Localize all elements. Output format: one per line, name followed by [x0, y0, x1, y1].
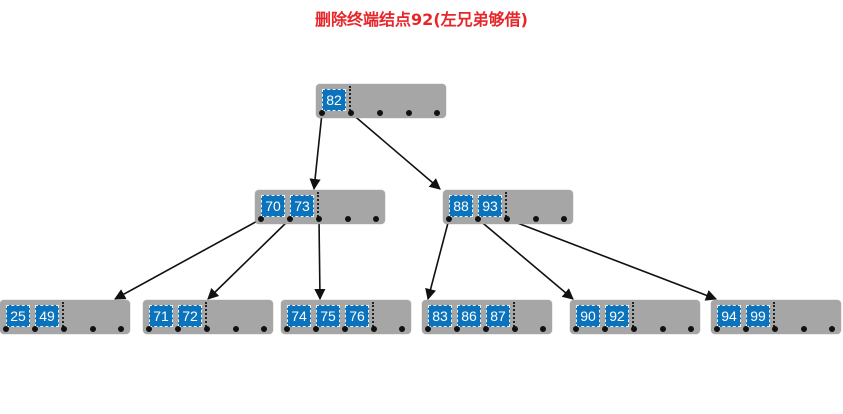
child-pointer-dot — [261, 326, 267, 332]
key-cell-86: 86 — [457, 305, 481, 327]
child-pointer-dot — [446, 216, 452, 222]
key-cell-82: 82 — [322, 89, 346, 111]
child-pointer-dot — [504, 216, 510, 222]
child-pointer-dot — [377, 110, 383, 116]
edge-l1_right-to-leaf4 — [425, 218, 450, 301]
child-pointer-dot — [175, 326, 181, 332]
child-pointer-dot — [345, 216, 351, 222]
child-pointer-dot — [801, 326, 807, 332]
key-cell-93: 93 — [478, 195, 502, 217]
edge-root-to-l1_left — [309, 112, 323, 191]
child-pointer-dot — [540, 326, 546, 332]
key-cell-49: 49 — [35, 305, 59, 327]
key-separator — [62, 302, 64, 330]
key-cell-74: 74 — [287, 305, 311, 327]
key-separator — [632, 302, 634, 330]
child-pointer-dot — [204, 326, 210, 332]
child-pointer-dot — [688, 326, 694, 332]
child-pointer-dot — [772, 326, 778, 332]
child-pointer-dot — [32, 326, 38, 332]
child-pointer-dot — [631, 326, 637, 332]
child-pointer-dot — [602, 326, 608, 332]
child-pointer-dot — [573, 326, 579, 332]
child-pointer-dot — [434, 110, 440, 116]
child-pointer-dot — [342, 326, 348, 332]
child-pointer-dot — [512, 326, 518, 332]
key-separator — [513, 302, 515, 330]
child-pointer-dot — [146, 326, 152, 332]
child-pointer-dot — [90, 326, 96, 332]
child-pointer-dot — [284, 326, 290, 332]
child-pointer-dot — [483, 326, 489, 332]
child-pointer-dot — [319, 110, 325, 116]
child-pointer-dot — [258, 216, 264, 222]
child-pointer-dot — [406, 110, 412, 116]
key-cell-99: 99 — [746, 305, 770, 327]
key-separator — [505, 192, 507, 220]
key-cell-75: 75 — [316, 305, 340, 327]
child-pointer-dot — [233, 326, 239, 332]
key-cell-83: 83 — [428, 305, 452, 327]
child-pointer-dot — [454, 326, 460, 332]
key-cell-71: 71 — [149, 305, 173, 327]
key-cell-88: 88 — [449, 195, 473, 217]
child-pointer-dot — [660, 326, 666, 332]
key-cell-72: 72 — [178, 305, 202, 327]
child-pointer-dot — [399, 326, 405, 332]
key-cell-73: 73 — [290, 195, 314, 217]
key-separator — [205, 302, 207, 330]
child-pointer-dot — [475, 216, 481, 222]
key-cell-70: 70 — [261, 195, 285, 217]
key-cell-87: 87 — [486, 305, 510, 327]
child-pointer-dot — [61, 326, 67, 332]
edge-l1_left-to-leaf3 — [314, 218, 326, 301]
child-pointer-dot — [348, 110, 354, 116]
btree-node-root: 82 — [316, 84, 446, 118]
child-pointer-dot — [3, 326, 9, 332]
child-pointer-dot — [118, 326, 124, 332]
edge-l1_right-to-leaf6 — [506, 218, 718, 301]
child-pointer-dot — [373, 216, 379, 222]
key-separator — [773, 302, 775, 330]
key-separator — [372, 302, 374, 330]
key-cell-90: 90 — [576, 305, 600, 327]
child-pointer-dot — [313, 326, 319, 332]
child-pointer-dot — [714, 326, 720, 332]
edge-l1_left-to-leaf2 — [207, 218, 291, 300]
child-pointer-dot — [371, 326, 377, 332]
key-cell-92: 92 — [605, 305, 629, 327]
child-pointer-dot — [829, 326, 835, 332]
child-pointer-dot — [425, 326, 431, 332]
child-pointer-dot — [316, 216, 322, 222]
child-pointer-dot — [743, 326, 749, 332]
child-pointer-dot — [533, 216, 539, 222]
key-cell-25: 25 — [6, 305, 30, 327]
child-pointer-dot — [287, 216, 293, 222]
edge-l1_left-to-leaf1 — [114, 218, 262, 300]
key-separator — [349, 86, 351, 114]
key-cell-94: 94 — [717, 305, 741, 327]
key-cell-76: 76 — [345, 305, 369, 327]
diagram-title: 删除终端结点92(左兄弟够借) — [315, 10, 528, 29]
edge-root-to-l1_right — [350, 112, 441, 190]
edge-l1_right-to-leaf5 — [477, 218, 574, 300]
key-separator — [317, 192, 319, 220]
child-pointer-dot — [561, 216, 567, 222]
